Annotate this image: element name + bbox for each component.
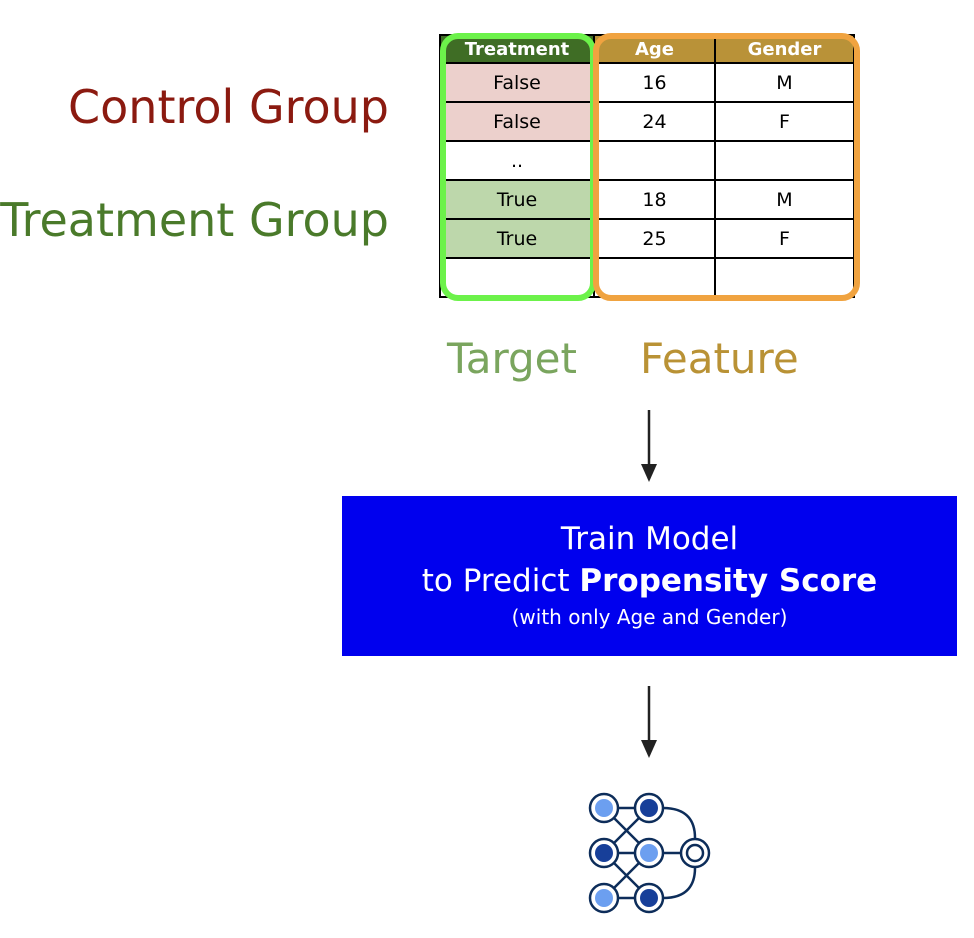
arrow-down-icon (641, 686, 657, 758)
feature-label: Feature (640, 334, 799, 383)
cell-treatment: .. (439, 140, 595, 181)
header-gender: Gender (714, 34, 855, 64)
cell-age: 24 (593, 101, 716, 142)
cell-treatment: True (439, 218, 595, 259)
table-row: False 24 F (439, 101, 855, 142)
model-title: Train Model (560, 521, 739, 557)
cell-treatment: False (439, 62, 595, 103)
cell-treatment: False (439, 101, 595, 142)
table-row: False 16 M (439, 62, 855, 103)
cell-treatment (439, 257, 595, 298)
table-row: .. (439, 140, 855, 181)
control-group-label: Control Group (68, 80, 389, 134)
cell-gender: F (714, 218, 855, 259)
data-table: Treatment Age Gender False 16 M False 24… (439, 34, 855, 298)
treatment-group-label: Treatment Group (0, 193, 389, 247)
model-note: (with only Age and Gender) (511, 605, 788, 629)
model-subtitle: to Predict Propensity Score (342, 560, 957, 602)
cell-age (593, 140, 716, 181)
table-row: True 18 M (439, 179, 855, 220)
target-label: Target (447, 334, 577, 383)
cell-treatment: True (439, 179, 595, 220)
arrow-down-icon (641, 410, 657, 482)
header-treatment: Treatment (439, 34, 595, 64)
feature-columns-highlight (593, 33, 860, 301)
cell-gender: M (714, 179, 855, 220)
cell-age: 18 (593, 179, 716, 220)
propensity-score-text: Propensity Score (579, 563, 878, 599)
model-subtitle-prefix: to Predict (421, 563, 580, 599)
cell-age: 16 (593, 62, 716, 103)
train-model-box: Train Model to Predict Propensity Score … (342, 496, 957, 656)
cell-gender (714, 140, 855, 181)
table-header-row: Treatment Age Gender (439, 34, 855, 64)
cell-gender: F (714, 101, 855, 142)
cell-gender: M (714, 62, 855, 103)
